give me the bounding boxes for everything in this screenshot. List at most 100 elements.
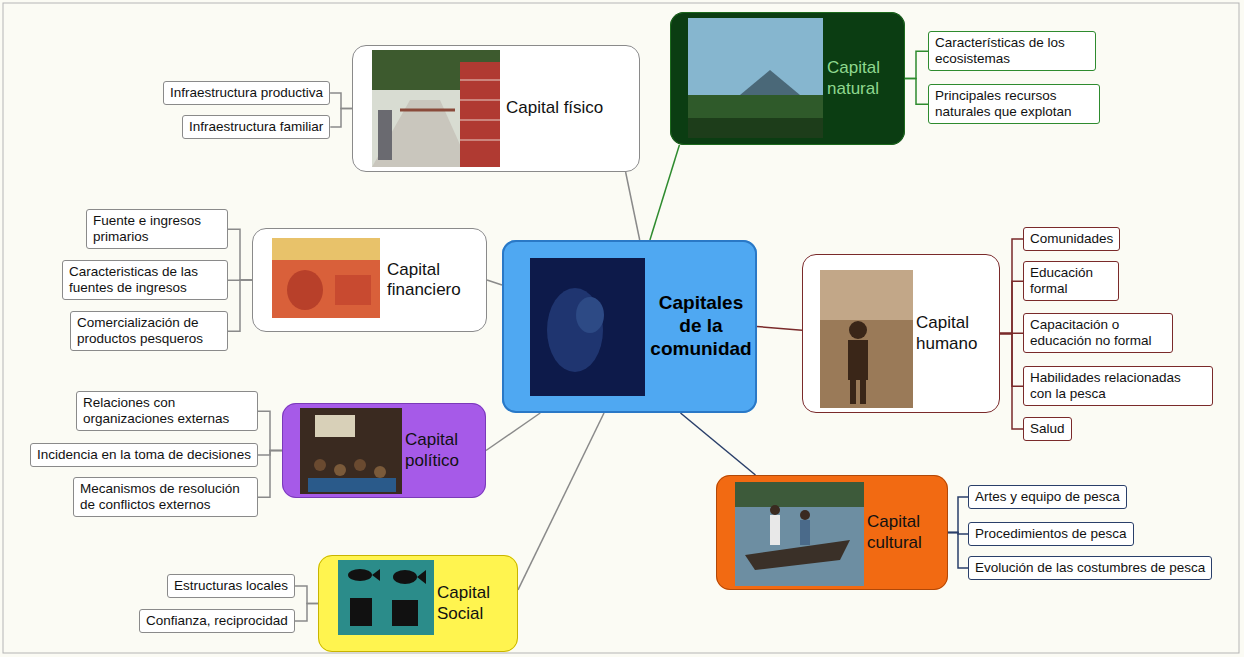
leaf-box: Capacitación o educación no formal	[1023, 313, 1173, 353]
leaf-box: Fuente e ingresos primarios	[86, 209, 228, 249]
branch-box: Capital físico	[352, 45, 640, 172]
photo-detail	[314, 459, 326, 471]
connector-line	[330, 109, 352, 128]
photo	[735, 482, 864, 586]
photo-detail	[820, 270, 913, 320]
leaf-box: Características de los ecosistemas	[928, 31, 1096, 71]
leaf-text: Evolución de las costumbres de pesca	[975, 560, 1205, 575]
photo	[820, 270, 913, 408]
branch-title: Capital político	[405, 430, 483, 471]
connector-line	[757, 327, 802, 331]
connector-line	[650, 145, 680, 240]
photo	[272, 238, 380, 318]
leaf-box: Comunidades	[1023, 227, 1120, 251]
connector-line	[486, 413, 540, 451]
photo-detail	[740, 70, 800, 95]
box-fill	[318, 555, 518, 652]
leaf-box: Infraestructura familiar	[182, 115, 330, 139]
box-fill	[716, 475, 948, 590]
leaf-text: Capacitación o educación no formal	[1030, 317, 1152, 348]
connector-line	[1000, 281, 1023, 333]
connector-line	[948, 533, 968, 569]
connector-line	[948, 497, 968, 532]
leaf-text: Fuente e ingresos primarios	[93, 213, 201, 244]
photo-detail	[348, 569, 372, 581]
photo-detail	[547, 288, 603, 372]
photo-detail	[374, 466, 386, 478]
leaf-text: Artes y equipo de pesca	[975, 489, 1120, 504]
photo-detail	[848, 340, 868, 380]
photo	[300, 408, 402, 494]
connector-line	[295, 604, 318, 622]
leaf-box: Artes y equipo de pesca	[968, 485, 1127, 509]
leaf-text: Habilidades relacionadas con la pesca	[1030, 370, 1181, 401]
photo	[688, 18, 823, 138]
leaf-text: Confianza, reciprocidad	[146, 613, 288, 628]
connector-line	[228, 280, 252, 331]
leaf-box: Procedimientos de pesca	[968, 522, 1134, 546]
connector-line	[1000, 334, 1023, 430]
box-fill	[352, 45, 640, 172]
photo-detail	[800, 520, 810, 545]
branch-title: Capital financiero	[387, 260, 483, 301]
leaf-text: Procedimientos de pesca	[975, 526, 1127, 541]
leaf-box: Educación formal	[1023, 261, 1119, 301]
photo-detail	[770, 515, 780, 545]
photo-detail	[392, 600, 418, 626]
photo	[372, 50, 500, 167]
leaf-box: Principales recursos naturales que explo…	[928, 84, 1100, 124]
leaf-box: Incidencia en la toma de decisiones	[30, 443, 258, 467]
photo-detail	[849, 321, 867, 339]
branch-box: Capital Social	[318, 555, 518, 652]
leaf-text: Incidencia en la toma de decisiones	[37, 447, 251, 462]
photo-detail	[850, 380, 856, 404]
connector-line	[487, 280, 502, 285]
branch-box: Capital cultural	[716, 475, 948, 590]
photo-detail	[335, 275, 371, 305]
photo	[338, 560, 434, 635]
box-fill	[252, 228, 487, 332]
photo-detail	[460, 80, 500, 81]
photo-detail	[417, 570, 426, 584]
leaf-box: Infraestructura productiva	[163, 81, 330, 105]
leaf-box: Salud	[1023, 417, 1072, 441]
central-topic-box: Capitales de la comunidad	[502, 240, 757, 413]
connector-line	[518, 413, 604, 590]
photo-detail	[372, 100, 470, 167]
photo-detail	[800, 510, 810, 520]
box-fill	[670, 12, 905, 145]
branch-title: Capital natural	[827, 58, 903, 99]
photo-detail	[745, 540, 850, 570]
photo-detail	[315, 415, 355, 437]
photo-detail	[350, 598, 372, 626]
photo-detail	[460, 62, 500, 167]
leaf-text: Salud	[1030, 421, 1065, 436]
leaf-box: Evolución de las costumbres de pesca	[968, 556, 1212, 580]
branch-title: Capital cultural	[867, 512, 945, 553]
connector-line	[681, 413, 756, 475]
leaf-text: Comercialización de productos pesqueros	[77, 315, 203, 346]
central-topic-text: Capitales de la comunidad	[647, 292, 755, 360]
photo-detail	[460, 100, 500, 101]
leaf-text: Mecanismos de resolución de conflictos e…	[80, 481, 240, 512]
connector-line	[295, 586, 318, 603]
photo-detail	[688, 118, 823, 138]
leaf-text: Infraestructura familiar	[189, 119, 323, 134]
connector-line	[258, 411, 282, 450]
leaf-text: Caracteristicas de las fuentes de ingres…	[69, 264, 198, 295]
connector-line	[228, 229, 252, 280]
photo-detail	[393, 570, 417, 584]
branch-title: Capital físico	[506, 98, 634, 118]
box-fill	[282, 403, 486, 498]
photo-detail	[308, 478, 396, 492]
connector-line	[1000, 239, 1023, 333]
outer-frame	[3, 3, 1239, 653]
leaf-text: Educación formal	[1030, 265, 1093, 296]
photo-detail	[770, 505, 780, 515]
connector-line	[330, 93, 352, 108]
photo-detail	[576, 297, 604, 333]
box-fill	[802, 254, 1000, 413]
leaf-box: Caracteristicas de las fuentes de ingres…	[62, 260, 228, 300]
connector-line	[905, 51, 928, 78]
